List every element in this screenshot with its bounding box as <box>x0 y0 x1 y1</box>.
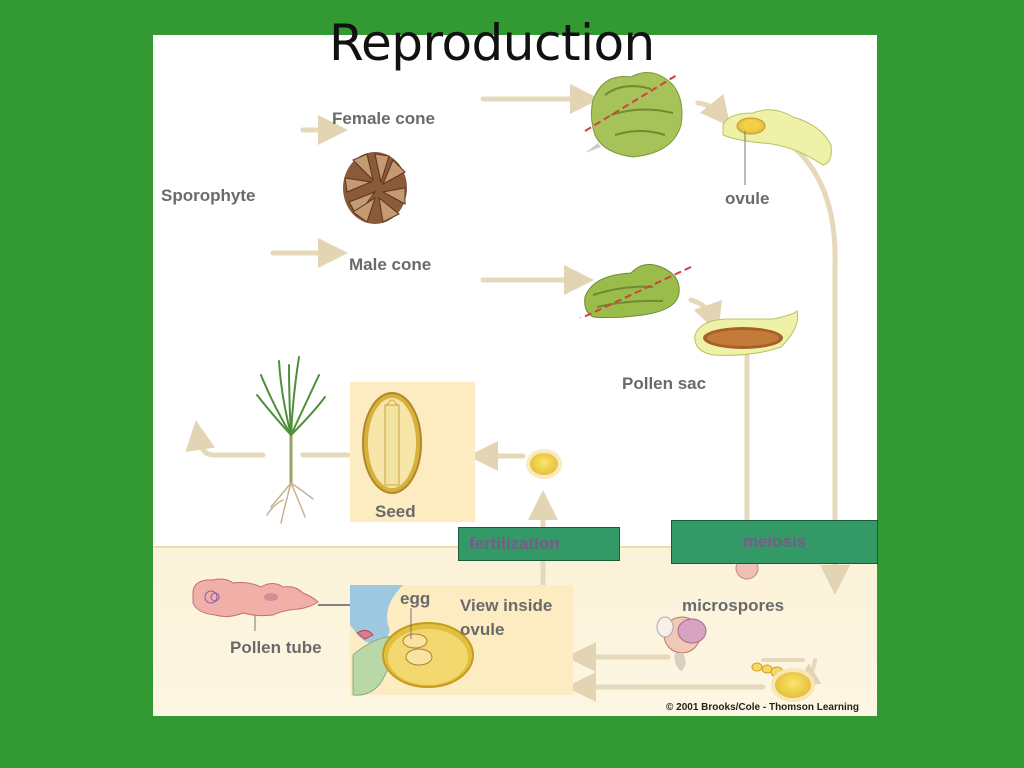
ovule-scale <box>722 109 832 185</box>
female-cone-section <box>584 72 683 158</box>
microspore-image <box>656 616 707 671</box>
male-cone-section <box>574 264 692 322</box>
arrow-to-pollen-sac <box>688 297 723 334</box>
pine-cone-image <box>343 152 407 224</box>
life-cycle-diagram <box>185 72 850 702</box>
arrow-to-ovule <box>695 93 731 127</box>
slide-title: Reproduction <box>329 14 655 72</box>
copyright-notice: © 2001 Brooks/Cole - Thomson Learning <box>666 702 859 713</box>
label-pollen-sac: Pollen sac <box>622 374 707 393</box>
label-pollen-tube: Pollen tube <box>230 638 322 657</box>
diagram-panel <box>153 35 877 716</box>
blank-area <box>503 318 627 401</box>
pollen-grain-image <box>526 449 562 479</box>
label-view-inside-ovule: View inside ovule <box>460 596 553 639</box>
pollen-chain-image <box>751 662 815 702</box>
label-seed: Seed <box>375 502 416 521</box>
fertilization-box: fertilization <box>458 527 620 561</box>
seedling-image <box>256 356 326 524</box>
meiosis-box: meiosis <box>671 520 878 564</box>
label-ovule: ovule <box>725 189 770 208</box>
inside-ovule-image <box>350 585 573 696</box>
label-male-cone: Male cone <box>349 255 432 274</box>
label-microspores: microspores <box>682 596 785 615</box>
pollen-tube-image <box>192 578 366 632</box>
label-sporophyte: Sporophyte <box>161 186 256 205</box>
label-egg: egg <box>400 589 431 608</box>
label-female-cone: Female cone <box>332 109 435 128</box>
arrow-to-sporophyte <box>185 420 266 458</box>
seed-image <box>350 382 475 522</box>
pollen-sac-image <box>694 310 799 356</box>
